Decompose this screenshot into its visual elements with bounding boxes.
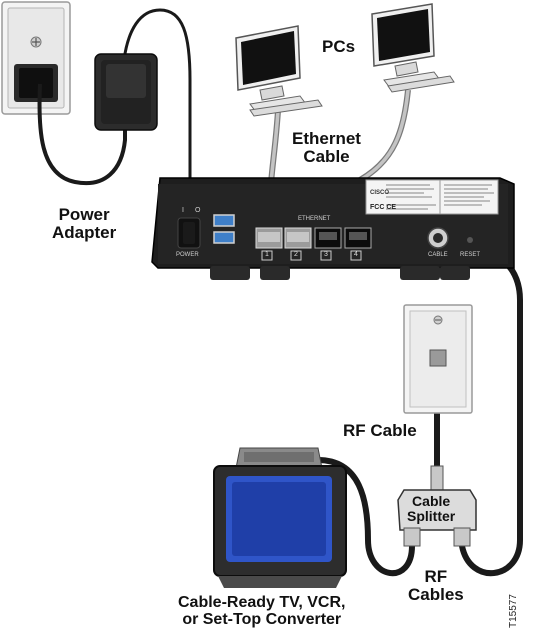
wall-power-outlet <box>2 2 70 114</box>
power-port-label: POWER <box>176 252 199 258</box>
ethernet-port-label: ETHERNET <box>298 216 330 222</box>
pc-monitor-right <box>372 4 454 92</box>
figure-id: T15577 <box>508 594 519 628</box>
cable-port-label: CABLE <box>428 252 448 258</box>
device-brand: CISCO <box>370 190 389 196</box>
port-number-2: 2 <box>294 251 298 258</box>
port-number-4: 4 <box>354 251 358 258</box>
pcs-label: PCs <box>322 38 355 56</box>
rf-cable-label: RF Cable <box>343 422 417 440</box>
tv-set <box>214 448 346 588</box>
tv-label: Cable-Ready TV, VCR,or Set-Top Converter <box>178 594 345 629</box>
fcc-mark: FCC CE <box>370 204 396 211</box>
pc-monitor-left <box>236 26 322 116</box>
reset-label: RESET <box>460 252 480 258</box>
port-number-1: 1 <box>265 251 269 258</box>
power-adapter <box>95 54 157 130</box>
cable-modem <box>152 178 514 280</box>
switch-off-mark: I <box>182 207 184 214</box>
switch-on-mark: O <box>195 207 200 214</box>
port-number-3: 3 <box>324 251 328 258</box>
wall-coax-plate <box>404 305 472 413</box>
